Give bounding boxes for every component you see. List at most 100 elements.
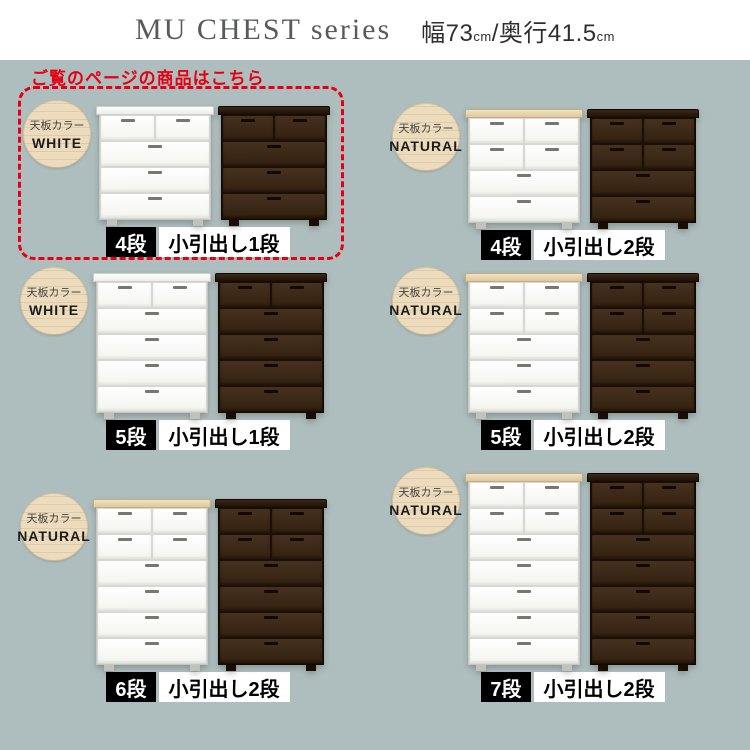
drawer-handle-icon xyxy=(662,312,676,315)
drawer-handle-icon xyxy=(517,642,531,645)
drawer-handle-icon xyxy=(290,538,304,541)
badge-caption: 天板カラー xyxy=(398,123,454,135)
chest-feet xyxy=(468,413,580,420)
drawer-handle-icon xyxy=(517,590,531,593)
drawer-handle-icon xyxy=(264,642,278,645)
drawer xyxy=(98,587,206,611)
drawer-handle-icon xyxy=(145,312,159,315)
drawer-handle-icon xyxy=(636,200,650,203)
drawer-row xyxy=(100,167,210,193)
drawer xyxy=(275,116,325,140)
drawer xyxy=(220,283,270,307)
drawer-handle-icon xyxy=(636,590,650,593)
drawer xyxy=(592,535,694,559)
drawer-handle-icon xyxy=(517,390,531,393)
drawer-handle-icon xyxy=(662,512,676,515)
size-unit-cm: cm xyxy=(596,28,615,44)
drawer-handle-icon xyxy=(290,512,304,515)
drawer xyxy=(98,613,206,637)
drawer-handle-icon xyxy=(517,616,531,619)
drawer xyxy=(592,361,694,385)
chest-top-board xyxy=(465,473,583,482)
product-variant-cell[interactable]: 天板カラー NATURAL 7段 小引出し2段 xyxy=(389,452,722,702)
drawer xyxy=(525,145,578,169)
product-variant-cell[interactable]: 天板カラー WHITE 5段 小引出し1段 xyxy=(18,267,344,450)
chest-drawers xyxy=(96,508,208,665)
drawer xyxy=(644,119,694,143)
chest-top-board xyxy=(587,273,699,282)
white-chest-illustration xyxy=(465,473,583,672)
drawer xyxy=(644,283,694,307)
drawer-handle-icon xyxy=(489,512,504,515)
small-drawer-row xyxy=(97,282,207,308)
drawer xyxy=(220,535,270,559)
drawer-handle-icon xyxy=(636,564,650,567)
white-chest-illustration xyxy=(465,109,583,230)
drawer-handle-icon xyxy=(610,148,624,151)
badge-caption: 天板カラー xyxy=(26,287,82,299)
product-variant-cell[interactable]: 天板カラー NATURAL 5段 小引出し2段 xyxy=(389,267,722,450)
chest-feet xyxy=(468,223,580,230)
drawer-handle-icon xyxy=(636,390,650,393)
small-drawer-row xyxy=(469,508,579,534)
drawer-row xyxy=(591,586,695,612)
drawer xyxy=(98,509,151,533)
drawer xyxy=(98,561,206,585)
drawer-row xyxy=(469,612,579,638)
product-variant-cell[interactable]: 天板カラー NATURAL 6段 小引出し2段 xyxy=(17,452,344,702)
drawer-handle-icon xyxy=(293,119,307,122)
drawer xyxy=(470,119,523,143)
drawer xyxy=(644,309,694,333)
drawer-handle-icon xyxy=(120,119,135,122)
chest-feet xyxy=(218,413,324,420)
dark-brown-chest-illustration xyxy=(587,109,699,230)
chest-drawers xyxy=(218,282,324,413)
drawer xyxy=(220,309,322,333)
chest-drawers xyxy=(468,482,580,665)
size-spec: 幅73cm/奥行41.5cm xyxy=(421,13,615,48)
drawer xyxy=(592,309,642,333)
drawer-handle-icon xyxy=(267,197,281,200)
small-drawer-row xyxy=(591,144,695,170)
drawer xyxy=(592,119,642,143)
drawer-row xyxy=(97,360,207,386)
drawer-handle-icon xyxy=(489,486,504,489)
drawer-handle-icon xyxy=(264,616,278,619)
drawer-row xyxy=(469,586,579,612)
drawer-row xyxy=(97,386,207,412)
drawer xyxy=(101,142,209,166)
drawer xyxy=(223,194,325,218)
drawer xyxy=(525,309,578,333)
drawer-row xyxy=(97,638,207,664)
drawer xyxy=(272,283,322,307)
drawer-handle-icon xyxy=(544,512,559,515)
drawer-row xyxy=(591,196,695,222)
drawer-handle-icon xyxy=(148,145,162,148)
drawer-handle-icon xyxy=(145,590,159,593)
drawer-handle-icon xyxy=(544,486,559,489)
drawer-row xyxy=(222,193,326,219)
drawer xyxy=(470,361,578,385)
drawer xyxy=(470,335,578,359)
small-drawer-row xyxy=(219,534,323,560)
chest-top-board xyxy=(465,273,583,282)
drawer-row xyxy=(469,334,579,360)
drawer xyxy=(153,535,206,559)
drawer-handle-icon xyxy=(267,171,281,174)
drawer-row xyxy=(469,196,579,222)
drawer-row xyxy=(97,308,207,334)
drawer-row xyxy=(222,167,326,193)
drawer xyxy=(470,483,523,507)
white-chest-illustration xyxy=(93,499,211,672)
product-variant-cell[interactable]: 天板カラー NATURAL 4段 小引出し2段 xyxy=(389,86,722,260)
drawer-row xyxy=(97,334,207,360)
product-variant-cell[interactable]: ご覧のページの商品はこちら 天板カラー WHITE 4段 小引出し1段 xyxy=(18,69,344,260)
chest-drawers xyxy=(96,282,208,413)
drawer-handle-icon xyxy=(145,364,159,367)
chest-feet xyxy=(218,665,324,672)
badge-color-name: NATURAL xyxy=(389,138,463,154)
drawer-row xyxy=(591,360,695,386)
dark-brown-chest-illustration xyxy=(218,106,330,227)
drawer-row xyxy=(219,560,323,586)
drawer-handle-icon xyxy=(172,538,187,541)
